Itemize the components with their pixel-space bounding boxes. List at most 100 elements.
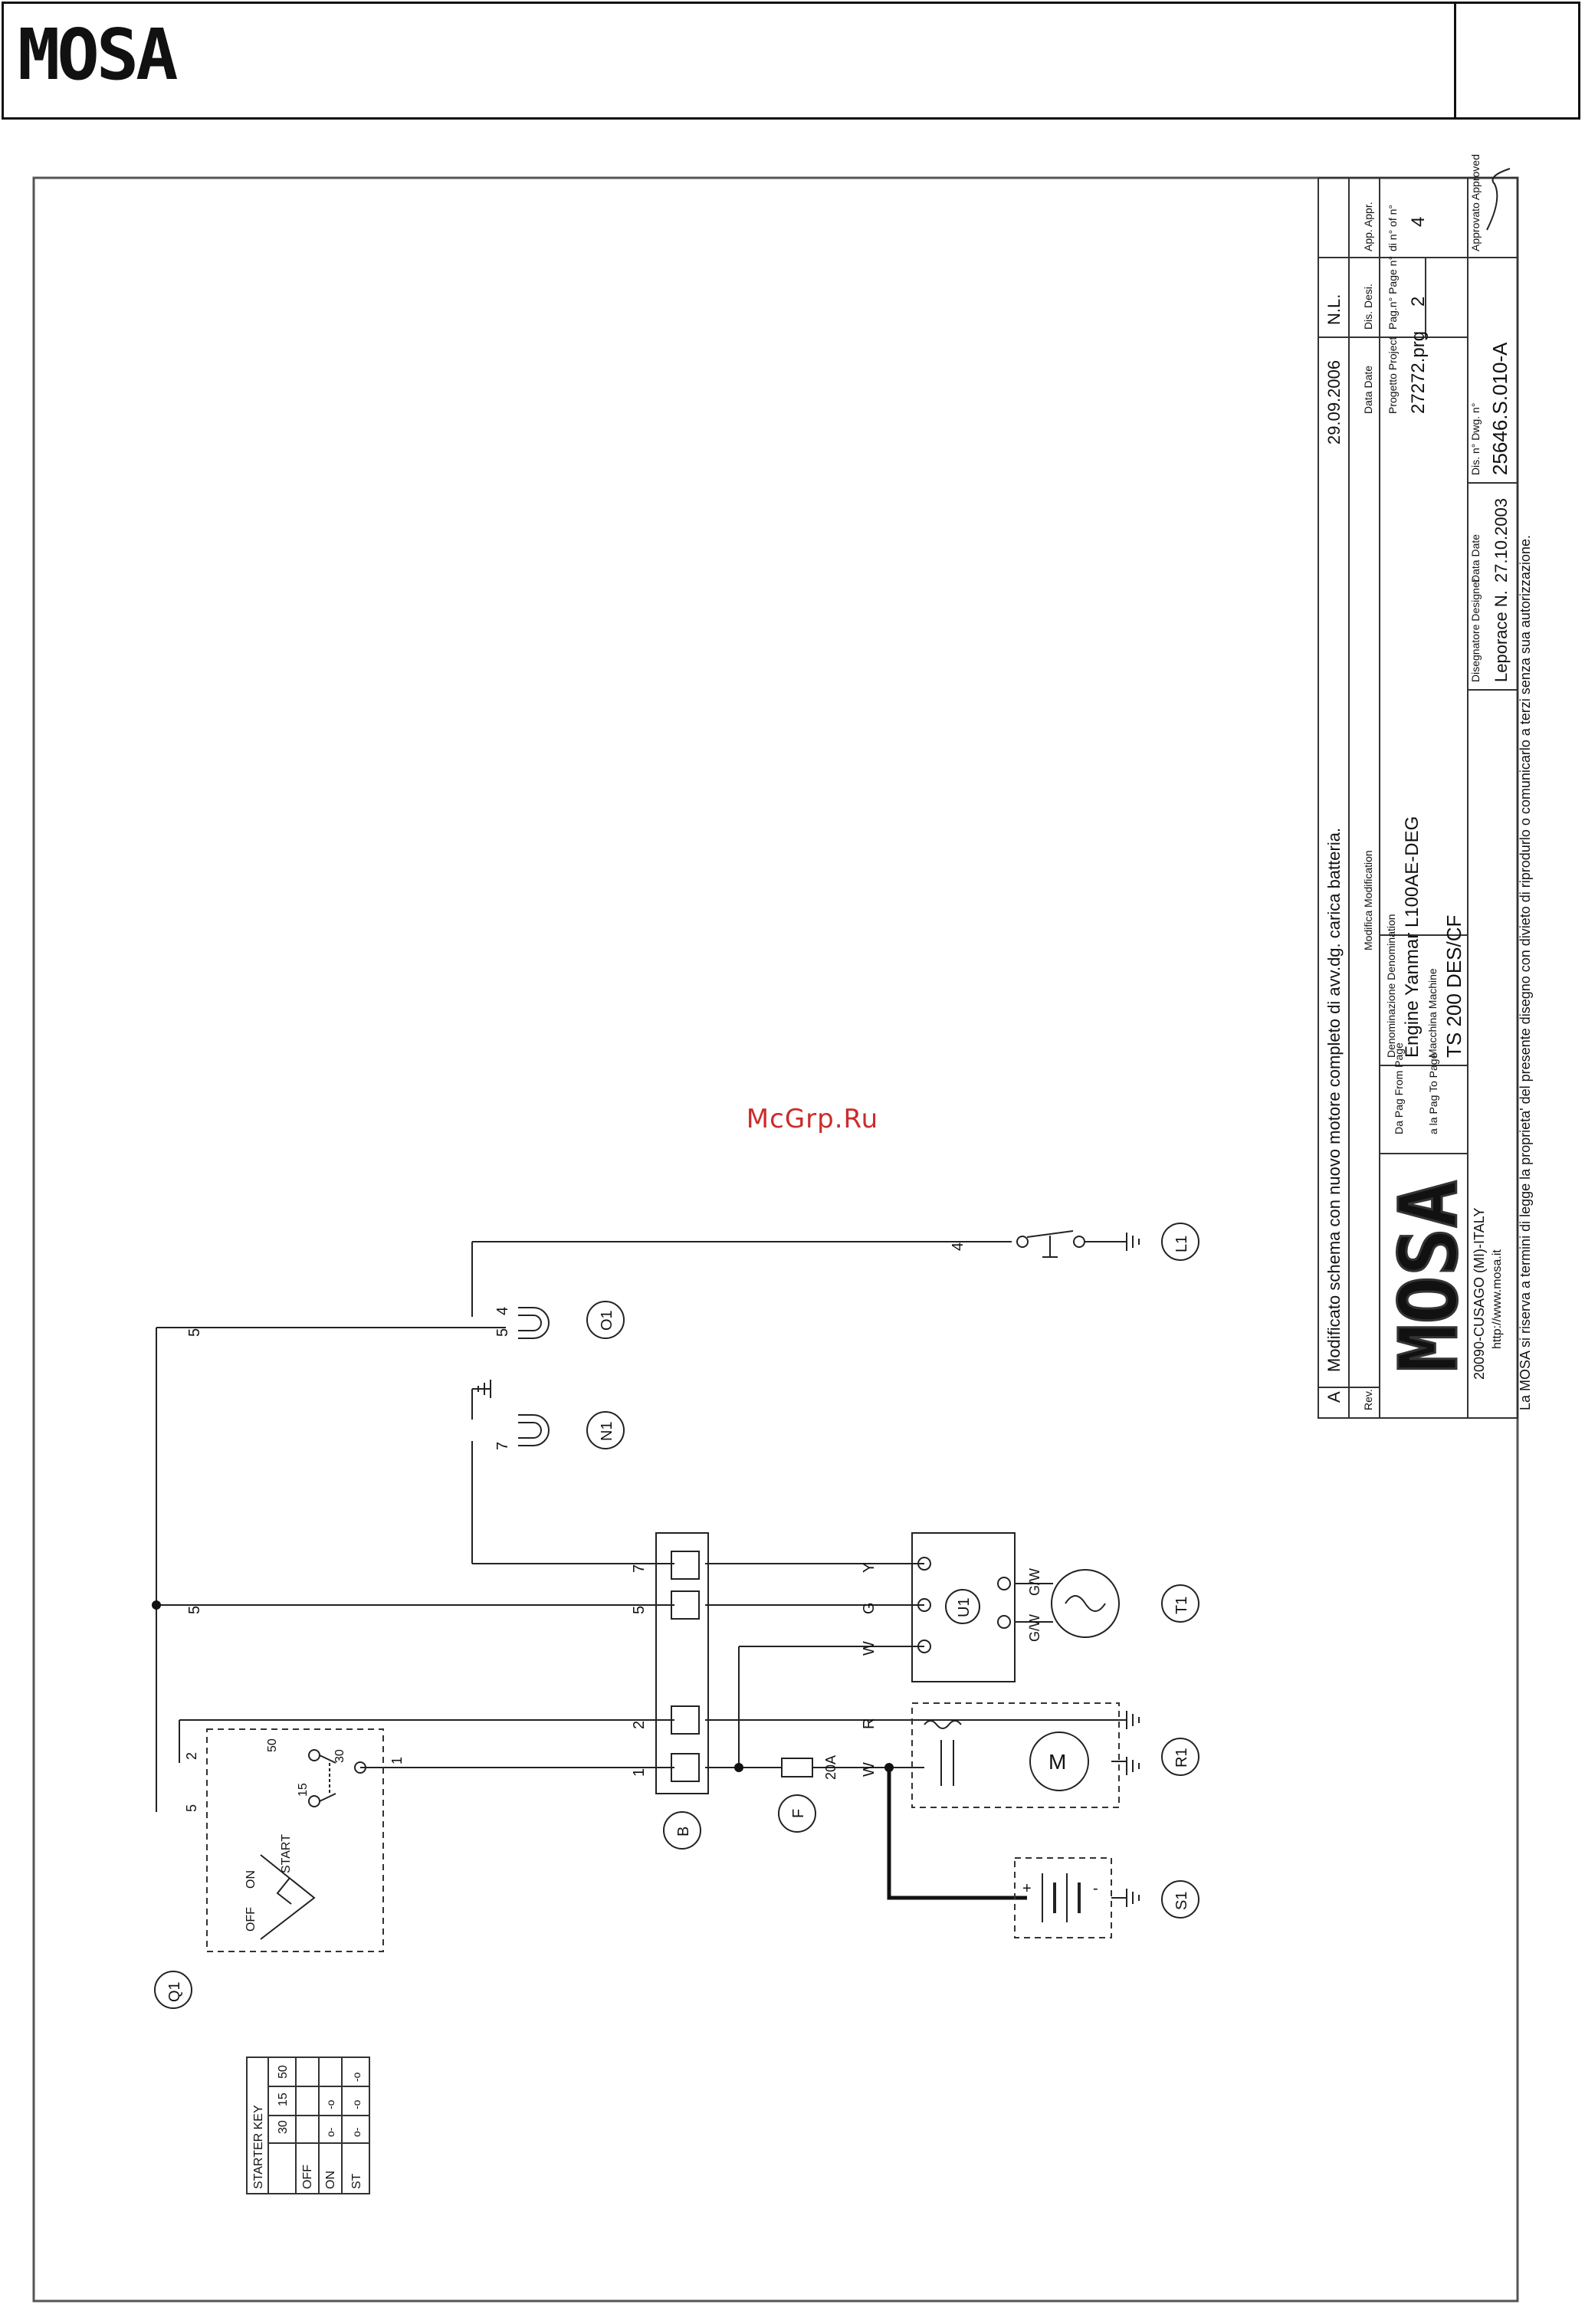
denomination-value: Engine Yanmar L100AE-DEG bbox=[1402, 816, 1423, 1058]
switch-label-start: START bbox=[280, 1834, 293, 1873]
wire-label-5-b: 5 bbox=[631, 1606, 648, 1614]
sensor-o1 bbox=[518, 1307, 550, 1339]
wire-label-w-f: W bbox=[861, 1762, 878, 1777]
project-value: 27272.prg bbox=[1408, 331, 1429, 414]
label-app: App. Appr. bbox=[1362, 202, 1374, 251]
label-approvato: Approvato Approved bbox=[1469, 154, 1482, 251]
copyright-note: La MOSA si riserva a termini di legge la… bbox=[1518, 535, 1533, 1410]
wires bbox=[156, 1241, 1127, 1812]
title-block bbox=[1318, 177, 1518, 1419]
ref-s1: S1 bbox=[1161, 1880, 1199, 1919]
revision-initials: N.L. bbox=[1324, 294, 1344, 325]
switch-term-30: 30 bbox=[333, 1749, 346, 1763]
starter-key-title: STARTER KEY bbox=[252, 2105, 265, 2189]
label-data: Data Date bbox=[1362, 366, 1374, 414]
wire-label-5-mid: 5 bbox=[186, 1606, 203, 1614]
switch-term-1: 1 bbox=[389, 1757, 405, 1764]
label-dis: Dis. Desi. bbox=[1362, 284, 1374, 330]
page-header: MOSA bbox=[2, 2, 1580, 120]
starter-key-cell-on-30: o- bbox=[324, 2127, 336, 2137]
label-modifica: Modifica Modification bbox=[1362, 850, 1374, 950]
title-block-logo-text: MOSA bbox=[1382, 1180, 1475, 1372]
drawing-no-value: 25646.S.010-A bbox=[1488, 342, 1511, 475]
switch-enclosure bbox=[206, 1728, 384, 1952]
ref-n1: N1 bbox=[586, 1411, 625, 1449]
starter-key-col-15: 15 bbox=[277, 2093, 290, 2106]
switch-label-on: ON bbox=[244, 1870, 258, 1889]
svg-text:Q1: Q1 bbox=[166, 1981, 183, 2002]
alternator-t1 bbox=[1051, 1569, 1120, 1638]
svg-text:T1: T1 bbox=[1173, 1597, 1190, 1614]
wire-label-y: Y bbox=[861, 1563, 878, 1573]
starter-key-col-50: 50 bbox=[277, 2065, 290, 2079]
svg-text:L1: L1 bbox=[1173, 1236, 1190, 1252]
label-a-pag: a la Pag To Page bbox=[1427, 1052, 1439, 1134]
svg-text:N1: N1 bbox=[599, 1421, 615, 1441]
sensor-n1 bbox=[518, 1414, 550, 1446]
label-di-n: di n° of n° bbox=[1386, 205, 1399, 251]
ref-t1: T1 bbox=[1161, 1584, 1199, 1623]
motor-symbol: M bbox=[1048, 1750, 1066, 1774]
machine-value: TS 200 DES/CF bbox=[1442, 915, 1465, 1058]
ref-q1: Q1 bbox=[154, 1971, 192, 2009]
wire-label-5-o1: 5 bbox=[494, 1328, 511, 1337]
svg-text:S1: S1 bbox=[1173, 1892, 1190, 1910]
wire-label-2-b: 2 bbox=[631, 1721, 648, 1729]
wire-label-1-b: 1 bbox=[631, 1768, 648, 1777]
svg-text:R1: R1 bbox=[1173, 1748, 1190, 1768]
component-refs: Q1 B F S1 R1 T1 U1 N1 bbox=[154, 1223, 1199, 2009]
starter-key-cell-st-30: o- bbox=[350, 2127, 363, 2137]
starter-key-cell-st-50: -o bbox=[350, 2072, 363, 2082]
wire-label-fuse: 20A bbox=[823, 1755, 838, 1780]
label-macchina: Macchina Machine bbox=[1426, 968, 1439, 1058]
wire-label-4-o1: 4 bbox=[494, 1307, 511, 1315]
starter-key-row-on: ON bbox=[324, 2171, 337, 2189]
ref-o1: O1 bbox=[586, 1301, 625, 1339]
switch-term-2: 2 bbox=[184, 1752, 199, 1760]
starter-key-row-off: OFF bbox=[301, 2165, 314, 2189]
wire-labels: 5 5 5 7 2 1 4 5 4 7 Y G W R W 20A G/W G/… bbox=[186, 1242, 1042, 1780]
switch-term-5: 5 bbox=[184, 1804, 199, 1812]
label-disegnatore: Disegnatore Designer bbox=[1469, 578, 1482, 682]
pressure-switch-l1 bbox=[1016, 1230, 1085, 1258]
drawing-frame bbox=[32, 176, 1519, 2303]
starter-key-cell-on-15: -o bbox=[324, 2099, 336, 2109]
starter-key-cell-st-15: -o bbox=[350, 2099, 363, 2109]
wire-label-w-u1: W bbox=[861, 1641, 878, 1656]
wire-label-5-top: 5 bbox=[186, 1328, 203, 1337]
fuse-f bbox=[781, 1758, 813, 1777]
junction-dots bbox=[152, 1600, 894, 1772]
title-block-logo: MOSA bbox=[1381, 1179, 1477, 1373]
company-web: http://www.mosa.it bbox=[1491, 1249, 1504, 1349]
battery-s1: + - bbox=[1014, 1857, 1112, 1938]
battery-plus: + bbox=[1022, 1880, 1032, 1897]
ref-f: F bbox=[778, 1794, 816, 1833]
label-dis-n: Dis. n° Dwg. n° bbox=[1469, 403, 1482, 475]
wire-label-g: G bbox=[861, 1602, 878, 1614]
svg-text:B: B bbox=[675, 1827, 692, 1837]
wire-label-7-n1: 7 bbox=[494, 1442, 511, 1450]
label-progetto: Progetto Project bbox=[1386, 337, 1399, 414]
mosa-logo: MOSA bbox=[18, 14, 248, 96]
revision-code: A bbox=[1324, 1391, 1344, 1403]
svg-text:O1: O1 bbox=[599, 1310, 615, 1331]
switch-term-50: 50 bbox=[266, 1738, 279, 1752]
label-pag-n: Pag.n° Page n° bbox=[1386, 256, 1399, 330]
starter-key-table-text: STARTER KEY 30 15 50 OFF ON ST o- -o o- … bbox=[252, 2065, 363, 2189]
battery-cable bbox=[887, 1768, 1027, 1900]
of-pages-value: 4 bbox=[1408, 217, 1429, 227]
drawing-date-value: 27.10.2003 bbox=[1491, 498, 1511, 583]
battery-minus: - bbox=[1093, 1880, 1098, 1897]
svg-text:U1: U1 bbox=[956, 1597, 973, 1617]
label-da-pag: Da Pag From Page bbox=[1393, 1042, 1405, 1134]
revision-date: 29.09.2006 bbox=[1324, 360, 1344, 445]
starter-key-row-st: ST bbox=[350, 2173, 363, 2189]
starter-key-table bbox=[246, 2056, 370, 2194]
brand-logo-text: MOSA bbox=[18, 19, 177, 88]
wire-label-gw-1: G/W bbox=[1027, 1568, 1042, 1596]
label-rev: Rev. bbox=[1362, 1389, 1374, 1410]
svg-text:F: F bbox=[790, 1809, 807, 1818]
ref-b: B bbox=[663, 1811, 701, 1850]
switch-label-off: OFF bbox=[244, 1907, 258, 1932]
